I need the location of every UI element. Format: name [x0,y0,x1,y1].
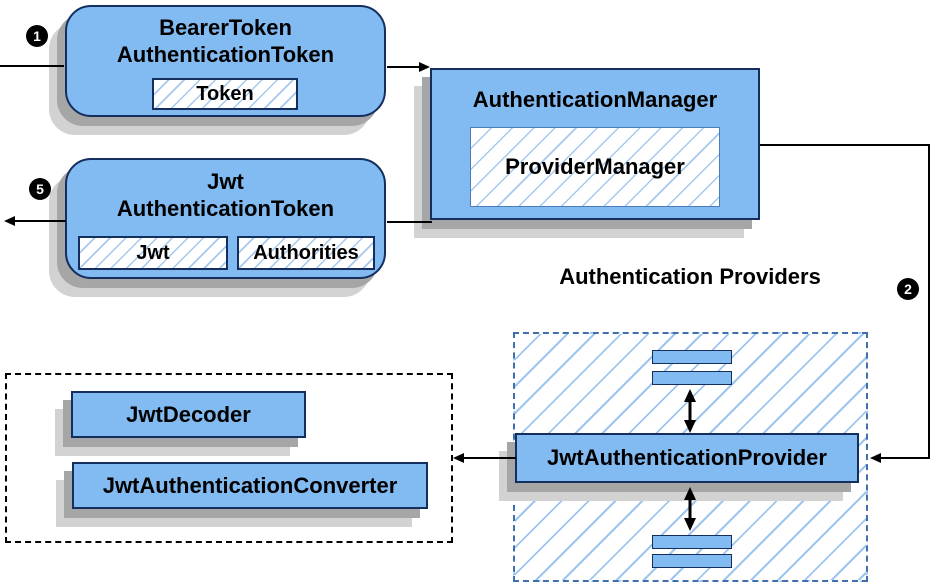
jwt-token-title-line1: Jwt [207,169,244,194]
authentication-providers-label-line1: Authentication [559,264,714,289]
token-inner-label: Token [196,82,254,105]
jwt-decoder-node: JwtDecoder [71,391,306,438]
bearer-token-authentication-token-node: BearerToken AuthenticationToken Token [65,5,386,117]
jwt-authentication-converter-node: JwtAuthenticationConverter [72,462,428,509]
bearer-to-manager-arrowhead-icon [419,62,430,72]
manager-to-provider-arrowhead-icon [870,453,881,463]
authentication-providers-label-line2: Providers [719,264,821,289]
authorities-inner-label: Authorities [253,241,359,264]
provider-placeholder-bar [652,350,732,364]
provider-to-decoder-arrowhead-icon [453,453,464,463]
authentication-manager-node: AuthenticationManager ProviderManager [430,68,760,220]
jwt-authentication-provider-node: JwtAuthenticationProvider [515,433,859,483]
bearer-token-title-line2: AuthenticationToken [116,42,335,67]
token-inner-box: Token [152,78,298,110]
jwt-authentication-provider-label: JwtAuthenticationProvider [547,445,827,470]
provider-placeholder-bar [652,371,732,385]
jwt-authentication-token-node: Jwt AuthenticationToken Jwt Authorities [65,158,386,279]
bearer-token-title-line1: BearerToken [159,15,292,40]
provider-manager-inner-box: ProviderManager [470,127,720,207]
outgoing-result-arrowhead-icon [4,216,15,226]
jwt-token-title-line2: AuthenticationToken [116,196,335,221]
step-badge-2: 2 [897,278,919,300]
provider-placeholder-bar [652,535,732,549]
authentication-manager-title: AuthenticationManager [472,87,718,112]
authentication-providers-label: Authentication Providers [515,264,865,290]
jwt-authentication-converter-label: JwtAuthenticationConverter [102,472,398,498]
jwt-inner-box: Jwt [78,236,228,270]
step-badge-1: 1 [26,25,48,47]
authorities-inner-box: Authorities [237,236,375,270]
jwt-inner-label: Jwt [136,241,170,264]
jwt-decoder-label: JwtDecoder [126,401,251,427]
provider-placeholder-bar [652,554,732,568]
step-badge-5: 5 [29,178,51,200]
provider-manager-label: ProviderManager [505,154,685,179]
